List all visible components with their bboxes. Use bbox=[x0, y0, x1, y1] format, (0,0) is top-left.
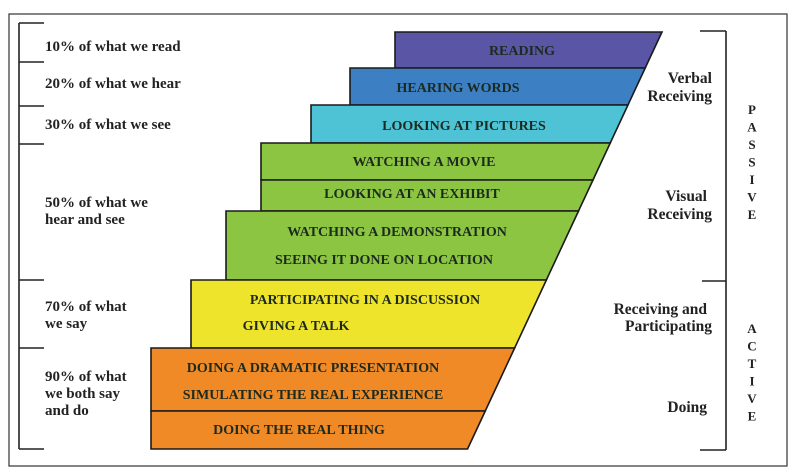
cone-band-label: DOING A DRAMATIC PRESENTATION bbox=[187, 361, 439, 376]
mode-label-passive-letter: E bbox=[748, 207, 757, 222]
mode-label-passive-letter: I bbox=[749, 172, 754, 187]
cone-band-label: WATCHING A MOVIE bbox=[353, 155, 496, 170]
cone-band-label: HEARING WORDS bbox=[396, 81, 519, 96]
cone-bands: READING HEARING WORDS LOOKING AT PICTURES W… bbox=[150, 31, 664, 450]
retention-label-read: 10% of what we read bbox=[45, 39, 181, 55]
cone-band-label: LOOKING AT PICTURES bbox=[382, 119, 546, 134]
retention-label-say: 70% of what bbox=[45, 299, 127, 315]
retention-label-say-do: 90% of what bbox=[45, 369, 127, 385]
category-visual: Visual bbox=[665, 188, 707, 205]
cone-band bbox=[150, 410, 487, 450]
mode-label-active-letter: E bbox=[748, 409, 757, 424]
category-labels: Verbal Receiving Visual Receiving Receiv… bbox=[614, 70, 713, 416]
retention-label-say: we say bbox=[45, 316, 88, 332]
category-doing: Doing bbox=[667, 399, 707, 416]
mode-label-active-letter: V bbox=[747, 391, 757, 406]
mode-label-passive-letter: S bbox=[748, 137, 755, 152]
mode-label-active-letter: C bbox=[747, 339, 756, 354]
right-bracket bbox=[700, 30, 727, 451]
cone-band-label: SEEING IT DONE ON LOCATION bbox=[275, 253, 493, 268]
retention-label-hear: 20% of what we hear bbox=[45, 76, 181, 92]
category-verbal: Verbal bbox=[668, 70, 713, 87]
mode-label-passive-letter: P bbox=[748, 102, 756, 117]
mode-label-passive-letter: S bbox=[748, 155, 755, 170]
cone-band bbox=[190, 279, 548, 349]
mode-label-active-letter: A bbox=[747, 321, 757, 336]
retention-label-hear-see: hear and see bbox=[45, 212, 125, 228]
cone-band bbox=[225, 210, 580, 281]
retention-labels: 10% of what we read 20% of what we hear … bbox=[45, 39, 181, 419]
retention-label-say-do: and do bbox=[45, 403, 89, 419]
cone-band-label: GIVING A TALK bbox=[243, 319, 350, 334]
cone-band-label: READING bbox=[489, 44, 555, 59]
left-bracket bbox=[18, 22, 44, 450]
category-verbal: Receiving bbox=[647, 88, 712, 105]
cone-band-label: LOOKING AT AN EXHIBIT bbox=[324, 187, 500, 202]
mode-label-passive-letter: A bbox=[747, 120, 757, 135]
category-participating: Receiving and bbox=[614, 301, 708, 318]
cone-band-label: WATCHING A DEMONSTRATION bbox=[287, 225, 507, 240]
cone-band-label: SIMULATING THE REAL EXPERIENCE bbox=[183, 388, 443, 403]
category-participating: Participating bbox=[625, 318, 712, 335]
mode-label-active-letter: I bbox=[749, 374, 754, 389]
retention-label-see: 30% of what we see bbox=[45, 117, 171, 133]
mode-label-passive-letter: V bbox=[747, 190, 757, 205]
mode-label-active-letter: T bbox=[748, 356, 757, 371]
cone-band-label: PARTICIPATING IN A DISCUSSION bbox=[250, 293, 480, 308]
category-visual: Receiving bbox=[647, 206, 712, 223]
retention-label-say-do: we both say bbox=[45, 386, 121, 402]
cone-band-label: DOING THE REAL THING bbox=[213, 423, 385, 438]
retention-label-hear-see: 50% of what we bbox=[45, 195, 148, 211]
